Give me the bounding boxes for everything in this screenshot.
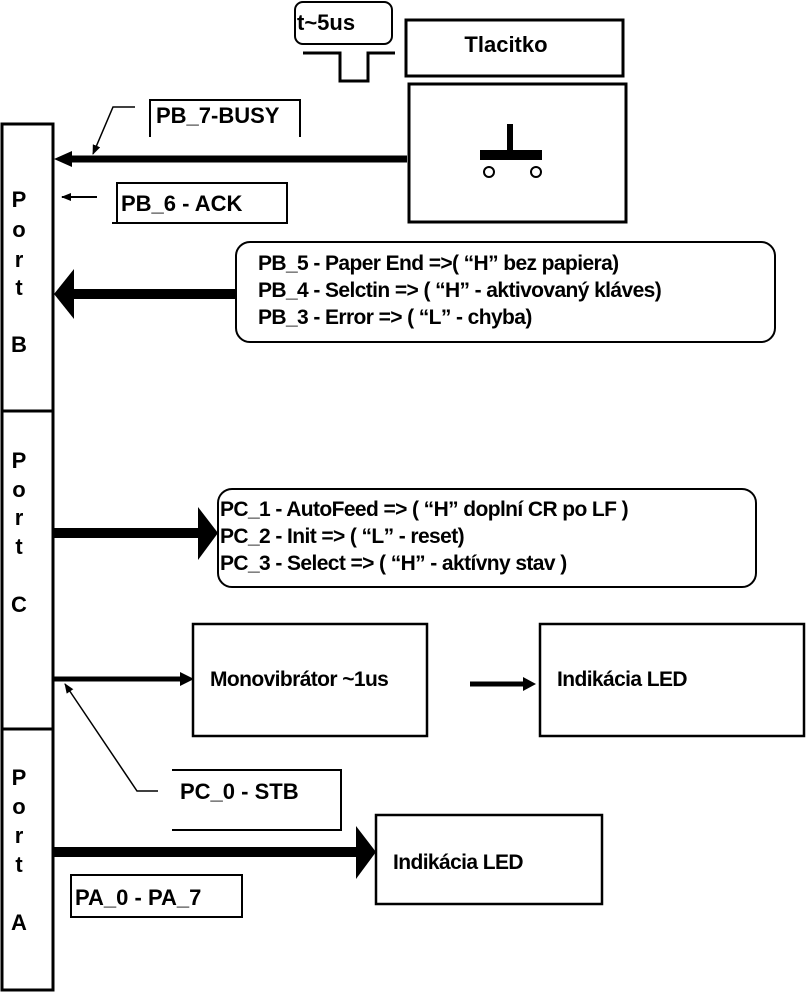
pc0-label-box [172,769,342,831]
led-a-label: Indikácia LED [393,851,523,874]
pulse-label-box [294,1,393,45]
control-line: PC_1 - AutoFeed => ( “H” doplní CR po LF… [220,498,628,521]
port-column-frame [0,122,55,992]
pb6-label: PB_6 - ACK [121,191,243,216]
status-brace-box [235,241,776,343]
mono-to-led-arrow [470,677,536,691]
control-signals-group: PC_1 - AutoFeed => ( “H” doplní CR po LF… [54,488,757,588]
port-c-letter: r [15,505,24,530]
monovibrator-frame [191,622,429,738]
button-title-block: Tlacitko [404,18,625,78]
port-c-letter: o [12,477,25,502]
status-line: PB_5 - Paper End =>( “H” bez papiera) [258,252,619,275]
pb7-callout: PB_7-BUSY [92,99,301,155]
status-signals-group: PB_5 - Paper End =>( “H” bez papiera) PB… [54,241,776,343]
port-a-letter: r [15,823,24,848]
led-c-label: Indikácia LED [557,668,687,691]
port-a-letter: P [12,765,27,790]
monovibrator-label: Monovibrátor ~1us [210,668,388,691]
port-a-letter: A [11,910,27,935]
pa-label: PA_0 - PA_7 [75,885,201,910]
control-brace-box [217,488,757,588]
arrowhead-icon [180,672,194,686]
status-arrowhead-icon [54,269,74,319]
strobe-signal-arrow [54,672,194,686]
busy-signal-arrow [54,151,407,167]
control-line: PC_3 - Select => ( “H” - aktívny stav ) [220,552,567,575]
monovibrator-block: Monovibrátor ~1us [191,622,429,738]
ack-label-box [112,182,288,224]
pa-label-group: PA_0 - PA_7 [70,874,243,918]
ack-signal: PB_6 - ACK [61,182,288,224]
pc0-label: PC_0 - STB [180,779,299,804]
port-c-letter: C [11,592,27,617]
button-title-frame [404,18,625,78]
port-a-label: P o r t A [11,765,27,935]
pb7-label: PB_7-BUSY [156,103,280,128]
led-block-c: Indikácia LED [538,622,806,738]
port-c-label: P o r t C [11,448,27,617]
control-arrowhead-icon [198,507,218,560]
port-b-letter: o [12,217,25,242]
status-line: PB_4 - Selctin => ( “H” - aktivovaný klá… [258,279,661,302]
arrowhead-icon [523,677,536,691]
port-b-letter: B [11,332,27,357]
status-line: PB_3 - Error => ( “L” - chyba) [258,306,532,329]
port-c-letter: t [15,534,23,559]
port-b-letter: r [15,247,24,272]
data-bus-arrow [52,826,376,879]
bus-arrowhead-icon [356,826,376,879]
pc0-leader-arrow [64,683,158,792]
pb7-leader-arrow [92,106,135,155]
control-line: PC_2 - Init => ( “L” - reset) [220,525,464,548]
led-block-a: Indikácia LED [374,813,604,906]
port-a-letter: o [12,794,25,819]
port-a-letter: t [15,852,23,877]
pulse-label: t~5us [297,10,355,35]
button-title: Tlacitko [464,32,547,57]
port-c-letter: P [12,448,27,473]
push-button-frame [407,82,628,224]
port-column: P o r t B P o r t C P o r t A [0,122,55,992]
led-a-frame [374,813,604,906]
pulse-annotation: t~5us [294,1,395,83]
pulse-waveform-icon [303,51,395,83]
pc0-callout: PC_0 - STB [64,683,342,831]
led-c-frame [538,622,806,738]
push-button-block [407,82,628,224]
port-b-label: P o r t B [11,187,27,357]
arrowhead-icon [54,151,72,167]
pa-label-box [70,874,243,918]
port-b-letter: t [15,275,23,300]
push-button-switch-icon [480,124,542,178]
port-b-letter: P [12,187,27,212]
